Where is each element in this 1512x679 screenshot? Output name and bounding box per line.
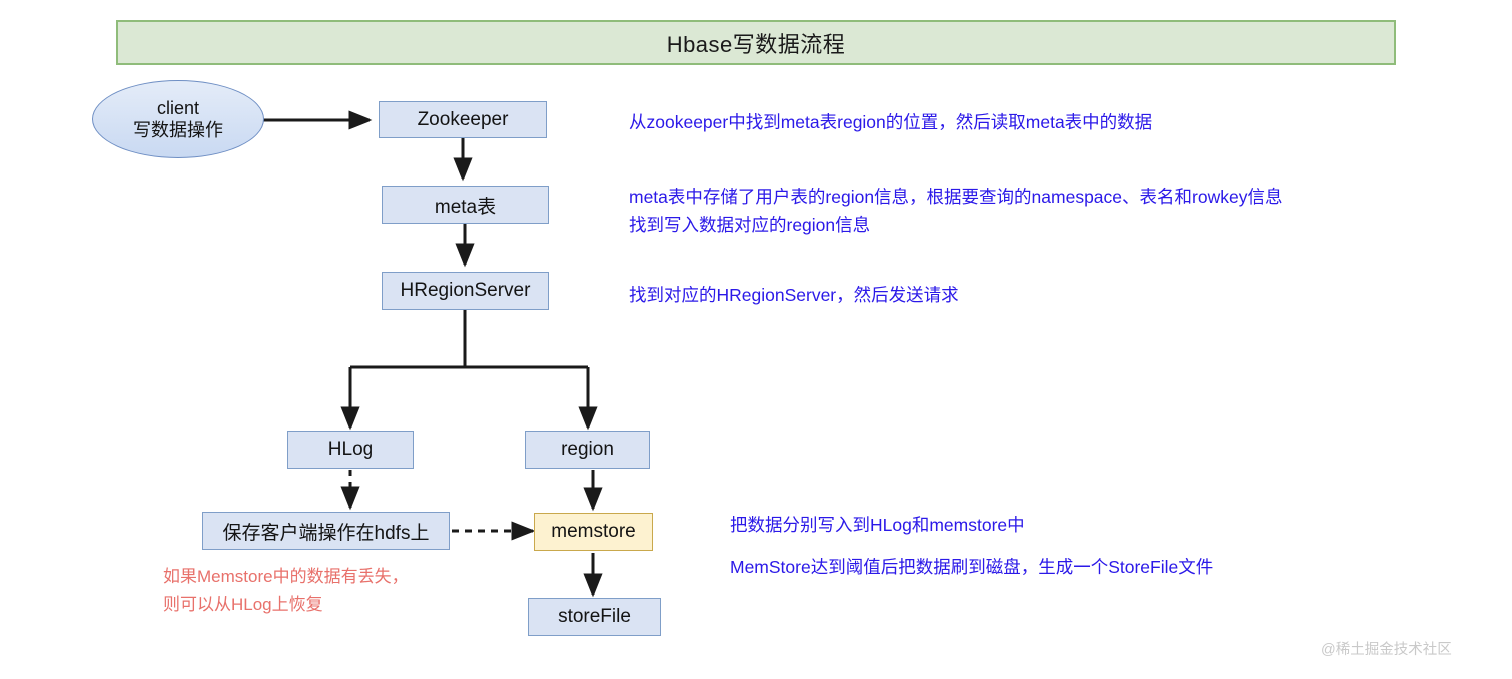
- annotation-meta-line2: 找到写入数据对应的region信息: [629, 215, 871, 235]
- annotation-recover-line1: 如果Memstore中的数据有丢失，: [163, 567, 409, 586]
- annotation-meta-line1: meta表中存储了用户表的region信息，根据要查询的namespace、表名…: [629, 187, 1283, 207]
- node-storefile-label: storeFile: [558, 606, 631, 627]
- arrow-hregionserver-branch: [340, 310, 598, 431]
- node-hlog-label: HLog: [327, 439, 374, 460]
- node-hlog[interactable]: HLog: [287, 431, 414, 469]
- node-hregionserver[interactable]: HRegionServer: [382, 272, 549, 310]
- node-hregionserver-label: HRegionServer: [400, 280, 531, 301]
- node-hdfs-save-note[interactable]: 保存客户端操作在hdfs上: [202, 512, 450, 550]
- node-zookeeper-label: Zookeeper: [417, 108, 509, 130]
- node-region-label: region: [561, 439, 614, 460]
- node-zookeeper[interactable]: Zookeeper: [379, 101, 547, 138]
- node-client-line1: client: [156, 97, 200, 118]
- node-hdfs-save-note-label: 保存客户端操作在hdfs上: [222, 522, 430, 544]
- node-meta-table-label: meta表: [434, 196, 497, 218]
- annotation-write-to-hlog-memstore: 把数据分别写入到HLog和memstore中: [730, 515, 1025, 535]
- node-client[interactable]: client 写数据操作: [92, 80, 264, 158]
- node-memstore[interactable]: memstore: [534, 513, 653, 551]
- node-storefile[interactable]: storeFile: [528, 598, 661, 636]
- node-region[interactable]: region: [525, 431, 650, 469]
- node-memstore-label: memstore: [551, 521, 636, 542]
- annotation-hregionserver: 找到对应的HRegionServer，然后发送请求: [629, 285, 959, 305]
- annotation-memstore-flush: MemStore达到阈值后把数据刷到磁盘，生成一个StoreFile文件: [730, 557, 1214, 577]
- watermark: @稀土掘金技术社区: [1321, 642, 1452, 658]
- page-title: Hbase写数据流程: [666, 31, 846, 57]
- node-client-line2: 写数据操作: [133, 120, 223, 140]
- annotation-zookeeper: 从zookeeper中找到meta表region的位置，然后读取meta表中的数…: [629, 112, 1153, 132]
- annotation-recover-line2: 则可以从HLog上恢复: [163, 595, 323, 614]
- node-meta-table[interactable]: meta表: [382, 186, 549, 224]
- diagram-title-banner: Hbase写数据流程: [116, 20, 1396, 65]
